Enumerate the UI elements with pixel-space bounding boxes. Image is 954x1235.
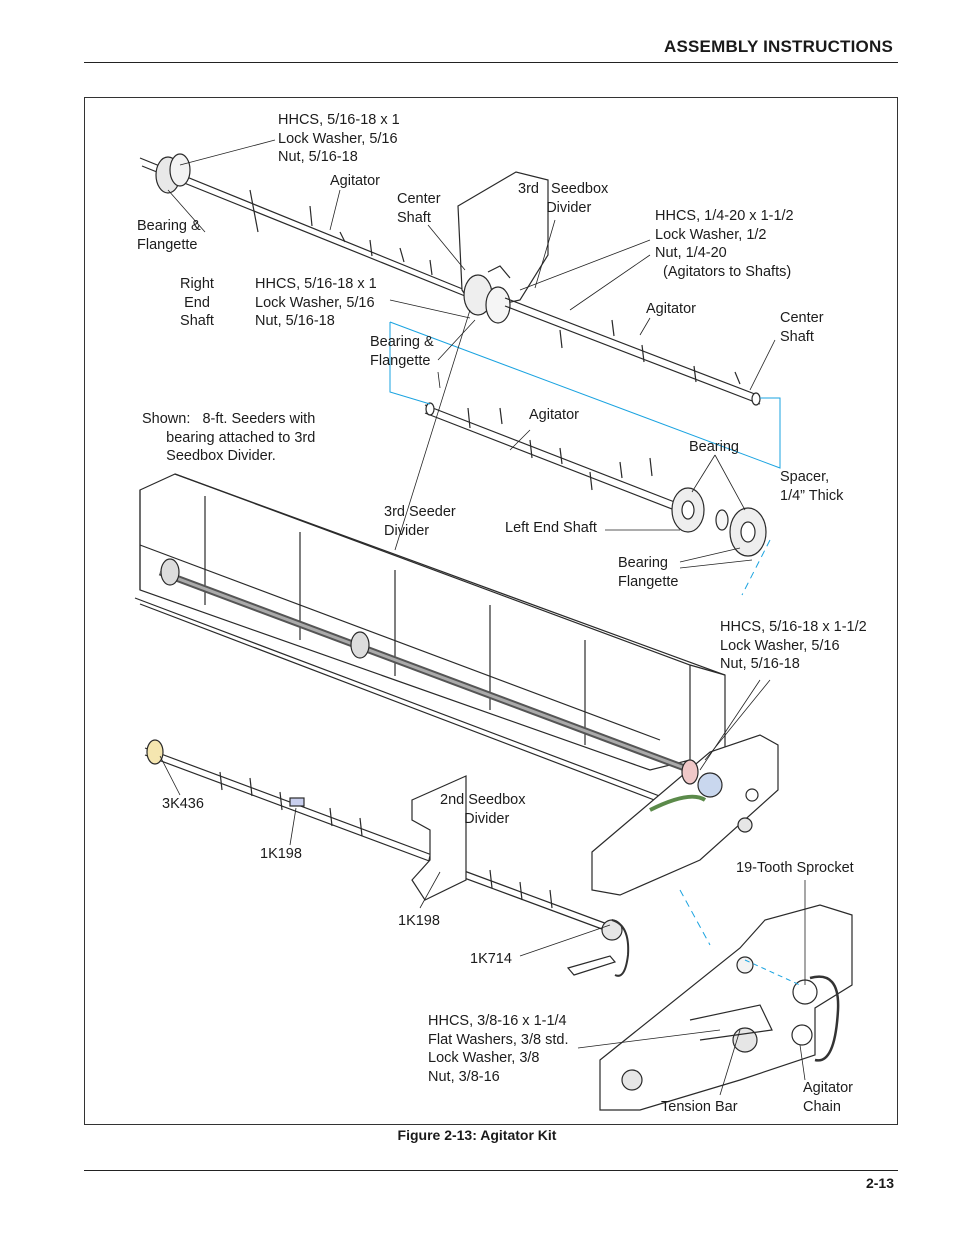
label-agitator-mid: Agitator [529,407,579,423]
right-end-shaft-drawing [139,153,471,299]
label-agitator-right: Agitator [646,301,696,317]
page-header-title: ASSEMBLY INSTRUCTIONS [663,37,893,56]
leader-lines [159,139,806,1096]
label-bearing-flangette-mid: Bearing & Flangette [370,334,434,369]
header-rule [84,62,898,63]
installed-shaft-drawing [158,558,692,774]
label-hhcs-top: HHCS, 5/16-18 x 1 Lock Washer, 5/16 Nut,… [278,112,400,165]
label-seedbox-divider-2nd: 2nd Seedbox Divider [440,792,526,827]
label-part-1k198-b: 1K198 [398,913,440,929]
label-hhcs-lower: HHCS, 5/16-18 x 1-1/2 Lock Washer, 5/16 … [720,619,867,672]
seedbox-divider-2nd-drawing [411,775,467,901]
lower-bearing-drawing [671,487,767,557]
alignment-lines [389,321,801,986]
label-center-shaft-top: Center Shaft [397,191,441,226]
label-center-shaft-right: Center Shaft [780,310,824,345]
label-left-end-shaft: Left End Shaft [505,520,597,536]
label-part-3k436: 3K436 [162,796,204,812]
label-agitator-chain: Agitator Chain [803,1080,853,1115]
label-part-1k198-a: 1K198 [260,846,302,862]
center-shaft-drawing [504,297,761,406]
label-hhcs-bottom: HHCS, 3/8-16 x 1-1/4 Flat Washers, 3/8 s… [428,1013,569,1085]
label-bearing-flangette-left: Bearing & Flangette [137,218,201,253]
center-bearing-drawing [463,274,511,324]
lower-shafts-drawing [144,739,630,977]
page-number: 2-13 [865,1175,894,1191]
label-tooth-sprocket: 19-Tooth Sprocket [736,860,854,876]
label-agitator-top: Agitator [330,173,380,189]
label-part-1k714: 1K714 [470,951,512,967]
side-plate-upper-drawing [591,734,779,896]
label-spacer: Spacer, 1/4” Thick [780,469,844,504]
figure-caption: Figure 2-13: Agitator Kit [397,1127,557,1143]
label-hhcs-mid: HHCS, 5/16-18 x 1 Lock Washer, 5/16 Nut,… [255,276,377,329]
label-bearing: Bearing [689,439,739,455]
label-right-end-shaft: Right End Shaft [180,276,214,329]
label-shown-note: Shown: 8-ft. Seeders with bearing attach… [142,411,316,464]
side-plate-lower-drawing [599,904,853,1111]
label-seeder-divider-3rd: 3rd Seeder Divider [384,504,456,539]
figure-frame [84,97,898,1125]
label-hhcs-quarter: HHCS, 1/4-20 x 1-1/2 Lock Washer, 1/2 Nu… [655,208,794,280]
label-seedbox-divider-3rd: 3rd Seedbox Divider [518,181,609,216]
label-tension-bar: Tension Bar [661,1099,738,1115]
footer-rule [84,1170,898,1171]
left-end-shaft-drawing [424,402,691,517]
label-bearing-flangette-lower: Bearing Flangette [618,555,679,590]
